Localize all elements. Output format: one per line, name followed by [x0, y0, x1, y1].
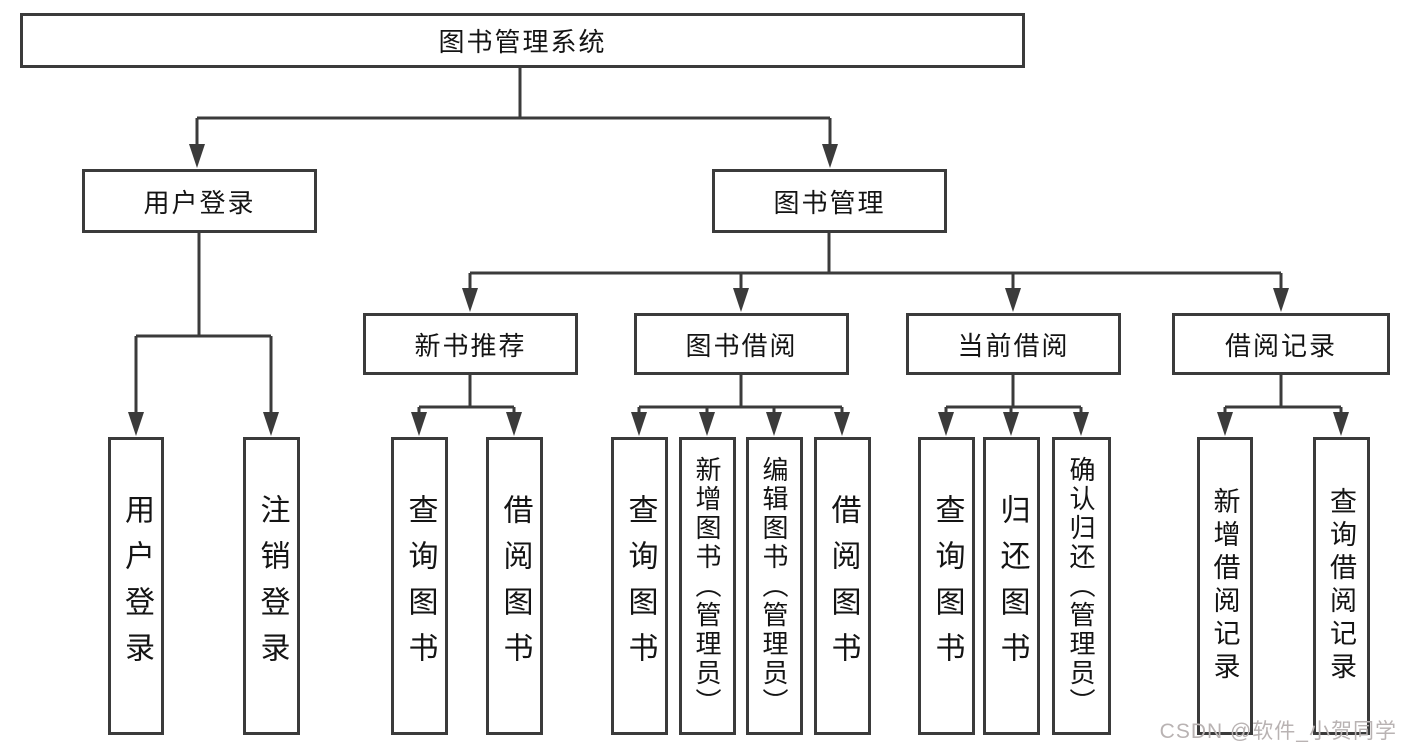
leaf-label: 编辑图书（管理员）: [759, 455, 789, 717]
node-user-login: 用户登录: [82, 169, 317, 233]
leaf-borrow-books-2: 借阅图书: [814, 437, 871, 735]
leaf-label: 查询借阅记录: [1326, 487, 1356, 685]
leaf-add-borrow-record: 新增借阅记录: [1197, 437, 1253, 735]
leaf-query-books-3: 查询图书: [918, 437, 975, 735]
node-label: 借阅记录: [1224, 330, 1337, 361]
leaf-label: 归还图书: [995, 494, 1029, 678]
leaf-confirm-return-admin: 确认归还（管理员）: [1052, 437, 1111, 735]
leaf-label: 查询图书: [403, 494, 437, 678]
leaf-label: 用户登录: [120, 494, 153, 678]
leaf-query-borrow-record: 查询借阅记录: [1313, 437, 1370, 735]
node-label: 图书借阅: [685, 330, 798, 361]
node-label: 图书管理: [773, 187, 886, 218]
leaf-label: 确认归还（管理员）: [1066, 455, 1096, 717]
csdn-watermark: CSDN @软件_小贺同学: [1159, 720, 1397, 743]
node-borrowing-records: 借阅记录: [1172, 313, 1390, 375]
node-label: 新书推荐: [414, 330, 527, 361]
node-label: 图书管理系统: [438, 27, 607, 57]
leaf-label: 借阅图书: [498, 494, 532, 678]
leaf-label: 借阅图书: [826, 494, 860, 678]
node-book-borrowing: 图书借阅: [634, 313, 849, 375]
leaf-query-books-2: 查询图书: [611, 437, 668, 735]
leaf-label: 注销登录: [255, 494, 289, 678]
node-library-management-system: 图书管理系统: [20, 13, 1025, 68]
node-new-book-recommendation: 新书推荐: [363, 313, 578, 375]
leaf-label: 查询图书: [623, 494, 657, 678]
node-current-borrowing: 当前借阅: [906, 313, 1121, 375]
leaf-logout: 注销登录: [243, 437, 300, 735]
leaf-borrow-books: 借阅图书: [486, 437, 543, 735]
leaf-add-book-admin: 新增图书（管理员）: [679, 437, 736, 735]
leaf-user-login: 用户登录: [108, 437, 164, 735]
node-book-management: 图书管理: [712, 169, 947, 233]
leaf-return-book: 归还图书: [983, 437, 1040, 735]
leaf-label: 查询图书: [930, 494, 964, 678]
leaf-query-books: 查询图书: [391, 437, 448, 735]
node-label: 用户登录: [143, 187, 256, 218]
node-label: 当前借阅: [957, 330, 1070, 361]
leaf-label: 新增借阅记录: [1209, 487, 1240, 685]
leaf-label: 新增图书（管理员）: [692, 455, 722, 717]
leaf-edit-book-admin: 编辑图书（管理员）: [746, 437, 803, 735]
arrowheads: [128, 144, 1349, 436]
